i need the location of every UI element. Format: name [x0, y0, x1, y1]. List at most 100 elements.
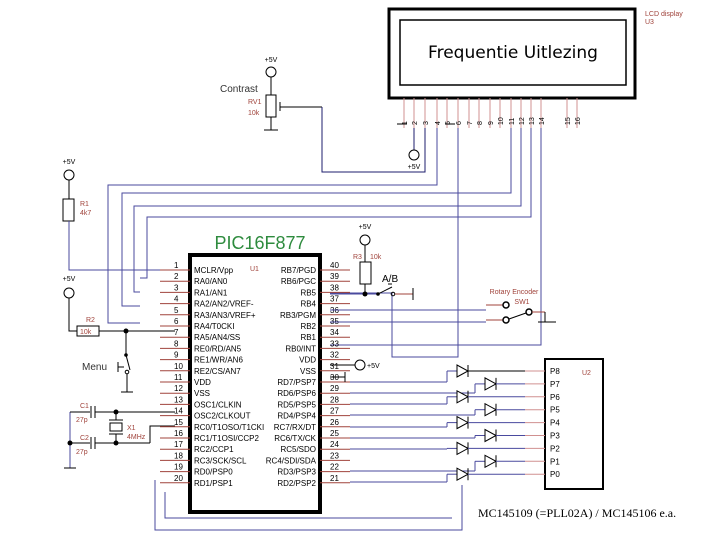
pin-name: RB5 [300, 288, 316, 297]
rv1-ref: RV1 [248, 99, 262, 106]
pic-microcontroller: PIC16F877 U1 1MCLR/Vpp2RA0/AN03RA1/AN14R… [160, 233, 350, 514]
pin-number: 15 [174, 418, 183, 427]
pin-number: 26 [330, 418, 339, 427]
pin-name: RD5/PSP5 [277, 400, 316, 409]
lcd-pin-number: 14 [539, 117, 546, 125]
contrast-pot: +5V Contrast RV1 10k [220, 57, 322, 131]
potentiometer-icon [265, 94, 277, 118]
pin-number: 16 [174, 429, 183, 438]
pin-number: 40 [330, 261, 339, 270]
ab-switch[interactable]: +5V R3 10k A/B [330, 224, 414, 300]
menu-label: Menu [82, 362, 107, 373]
encoder-label: Rotary Encoder [490, 289, 539, 296]
diode-icon [456, 441, 470, 456]
vcc-terminal-icon [359, 234, 371, 246]
pin-name: RD1/PSP1 [194, 479, 233, 488]
rv1-value: 10k [248, 110, 260, 117]
vcc-label: +5V [359, 224, 372, 231]
pin-name: RA4/T0CKI [194, 322, 234, 331]
pll-pin-name: P7 [550, 380, 560, 389]
pin-name: RA2/AN2/VREF- [194, 300, 254, 309]
pin-number: 27 [330, 407, 339, 416]
pll-pin-name: P8 [550, 367, 560, 376]
pin-number: 28 [330, 395, 339, 404]
lcd-display-text: Frequentie Uitlezing [428, 43, 598, 63]
pin-name: RE2/CS/AN7 [194, 367, 241, 376]
diode-array [350, 364, 525, 483]
pll-pin-name: P0 [550, 470, 560, 479]
lcd-screen [399, 19, 627, 86]
pin-number: 25 [330, 429, 339, 438]
vcc-terminal-icon [63, 287, 75, 299]
wire-contrast [321, 107, 426, 173]
r1-value: 4k7 [80, 210, 91, 217]
diode-icon [456, 415, 470, 430]
rotary-encoder[interactable]: Rotary Encoder SW1 [330, 289, 556, 324]
r3-ref: R3 [353, 254, 362, 261]
pin-name: RA3/AN3/VREF+ [194, 311, 256, 320]
pin-number: 22 [330, 463, 339, 472]
pll-pin-name: P1 [550, 457, 560, 466]
footer-caption: MC145109 (=PLL02A) / MC145106 e.a. [478, 506, 676, 520]
pin-name: VSS [194, 389, 210, 398]
vcc-label: +5V [265, 57, 278, 64]
vcc-label: +5V [367, 363, 380, 370]
diode-icon [484, 402, 498, 417]
resistor-icon [62, 198, 75, 222]
pin-name: RC4/SDI/SDA [266, 456, 317, 465]
lcd-pin-number: 11 [509, 118, 516, 125]
pin-number: 38 [330, 283, 339, 292]
pin-number: 34 [330, 328, 339, 337]
contrast-label: Contrast [220, 84, 258, 95]
pll-pin-name: P2 [550, 444, 560, 453]
lcd-pin-number: 16 [575, 117, 582, 125]
pin-number: 3 [174, 283, 179, 292]
pin-name: VSS [300, 367, 316, 376]
pin-number: 11 [174, 373, 183, 382]
pin-number: 29 [330, 384, 339, 393]
c2-value: 27p [76, 449, 88, 456]
x1-value: 4MHz [127, 434, 146, 441]
c2-ref: C2 [80, 435, 89, 442]
wire-rd1 [164, 492, 452, 519]
pin-name: MCLR/Vpp [194, 266, 234, 275]
pin-number: 19 [174, 463, 183, 472]
pin-number: 18 [174, 451, 183, 460]
lcd-pin-number: 4 [435, 121, 442, 125]
diode-icon [484, 377, 498, 391]
lcd-pin-number: 6 [456, 121, 463, 125]
encoder-ref: SW1 [514, 299, 529, 306]
pin-name: RD2/PSP2 [277, 479, 316, 488]
pin-number: 7 [174, 328, 179, 337]
lcd-pin-number: 15 [565, 117, 572, 125]
lcd-outer-frame [387, 7, 637, 100]
pin-name: OSC1/CLKIN [194, 400, 242, 409]
r2-pullup: +5V R2 10k [63, 276, 175, 355]
pin-name: RC1/T1OSI/CCP2 [194, 434, 259, 443]
pin-name: RD7/PSP7 [277, 378, 316, 387]
pin-number: 31 [330, 362, 339, 371]
menu-button[interactable]: Menu [82, 353, 133, 393]
pin-number: 4 [174, 295, 179, 304]
diode-icon [456, 467, 470, 482]
vcc-terminal-icon [354, 359, 366, 371]
r2-value: 10k [80, 329, 92, 336]
pin-name: RB3/PGM [280, 311, 316, 320]
lcd-label: LCD display [645, 11, 683, 18]
pin-number: 23 [330, 451, 339, 460]
pin-number: 37 [330, 295, 339, 304]
x1-ref: X1 [127, 425, 136, 432]
pll-pin-name: P5 [550, 406, 560, 415]
pin-number: 2 [174, 272, 179, 281]
pin-name: RB0/INT [285, 344, 316, 353]
vcc-label: +5V [63, 276, 76, 283]
diode-icon [456, 364, 470, 378]
pin-number: 13 [174, 395, 183, 404]
pin-number: 1 [174, 261, 179, 270]
pin-name: RA5/AN4/SS [194, 333, 240, 342]
pin-number: 6 [174, 317, 179, 326]
pin-name: RD3/PSP3 [277, 468, 316, 477]
